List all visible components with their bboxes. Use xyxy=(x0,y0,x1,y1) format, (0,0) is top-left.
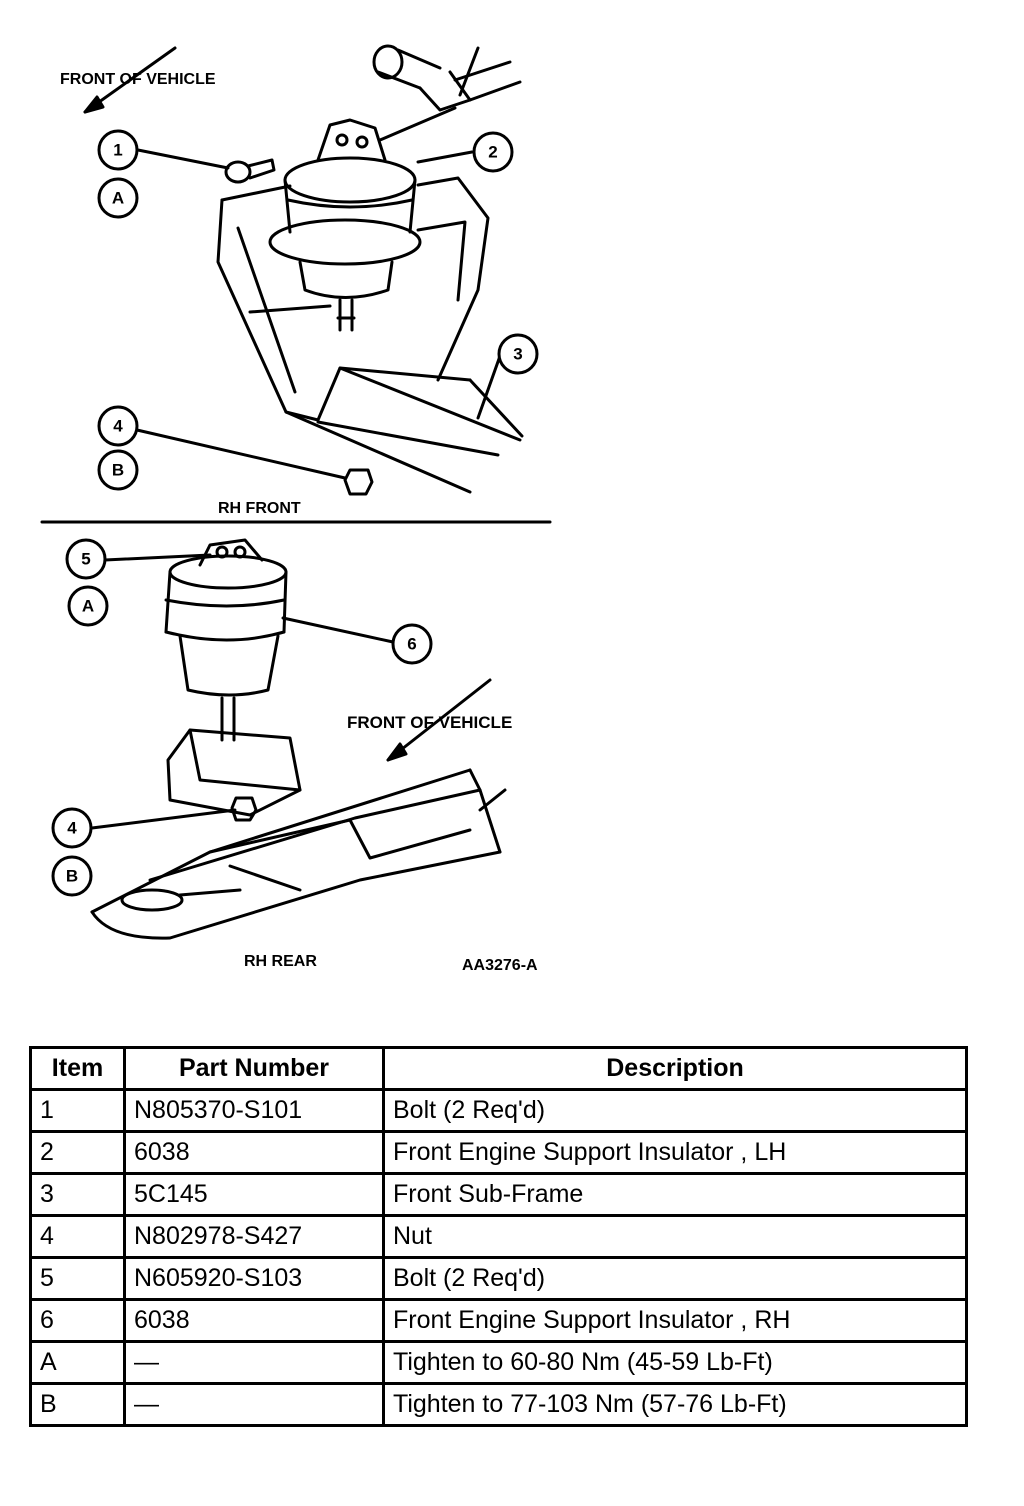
callout-b-top: B xyxy=(112,461,124,480)
cell-description: Nut xyxy=(382,1214,968,1259)
table-row: B — Tighten to 77-103 Nm (57-76 Lb-Ft) xyxy=(29,1382,968,1427)
header-item: Item xyxy=(29,1046,126,1091)
front-of-vehicle-label-top: FRONT OF VEHICLE xyxy=(60,71,216,88)
figure-id: AA3276-A xyxy=(462,957,538,974)
cell-description: Front Sub-Frame xyxy=(382,1172,968,1217)
callout-a-bottom: A xyxy=(82,597,94,616)
cell-part-number: 5C145 xyxy=(123,1172,385,1217)
callout-a-top: A xyxy=(112,189,124,208)
cell-description: Tighten to 60-80 Nm (45-59 Lb-Ft) xyxy=(382,1340,968,1385)
cell-part-number: 6038 xyxy=(123,1298,385,1343)
callout-4-bottom: 4 xyxy=(67,819,77,838)
rh-front-caption: RH FRONT xyxy=(218,500,301,517)
callout-2: 2 xyxy=(488,143,497,162)
cell-item: 4 xyxy=(29,1214,126,1259)
table-row: 6 6038 Front Engine Support Insulator , … xyxy=(29,1298,968,1343)
callout-4-top: 4 xyxy=(113,417,123,436)
cell-part-number: — xyxy=(123,1382,385,1427)
table-row: A — Tighten to 60-80 Nm (45-59 Lb-Ft) xyxy=(29,1340,968,1385)
cell-item: A xyxy=(29,1340,126,1385)
cell-item: 2 xyxy=(29,1130,126,1175)
cell-description: Bolt (2 Req'd) xyxy=(382,1256,968,1301)
callout-b-bottom: B xyxy=(66,867,78,886)
cell-item: 5 xyxy=(29,1256,126,1301)
callout-1: 1 xyxy=(113,141,122,160)
front-of-vehicle-label-bottom: FRONT OF VEHICLE xyxy=(347,713,512,732)
rh-rear-caption: RH REAR xyxy=(244,953,317,970)
parts-table: Item Part Number Description 1 N805370-S… xyxy=(29,1046,968,1427)
cell-part-number: N605920-S103 xyxy=(123,1256,385,1301)
table-row: 5 N605920-S103 Bolt (2 Req'd) xyxy=(29,1256,968,1301)
header-description: Description xyxy=(382,1046,968,1091)
engine-mount-diagram: 1 A 2 3 4 B 5 A 6 4 B FRONT OF VEHICLE R… xyxy=(40,44,552,974)
cell-item: 3 xyxy=(29,1172,126,1217)
table-row: 3 5C145 Front Sub-Frame xyxy=(29,1172,968,1217)
callout-6: 6 xyxy=(407,635,416,654)
cell-item: 6 xyxy=(29,1298,126,1343)
table-row: 2 6038 Front Engine Support Insulator , … xyxy=(29,1130,968,1175)
table-row: 4 N802978-S427 Nut xyxy=(29,1214,968,1259)
header-part-number: Part Number xyxy=(123,1046,385,1091)
table-header-row: Item Part Number Description xyxy=(29,1046,968,1091)
cell-part-number: — xyxy=(123,1340,385,1385)
cell-item: 1 xyxy=(29,1088,126,1133)
table-row: 1 N805370-S101 Bolt (2 Req'd) xyxy=(29,1088,968,1133)
cell-description: Tighten to 77-103 Nm (57-76 Lb-Ft) xyxy=(382,1382,968,1427)
callout-5: 5 xyxy=(81,550,90,569)
rh-rear-illustration xyxy=(90,538,507,940)
cell-part-number: N802978-S427 xyxy=(123,1214,385,1259)
cell-item: B xyxy=(29,1382,126,1427)
cell-description: Bolt (2 Req'd) xyxy=(382,1088,968,1133)
cell-part-number: 6038 xyxy=(123,1130,385,1175)
cell-part-number: N805370-S101 xyxy=(123,1088,385,1133)
cell-description: Front Engine Support Insulator , LH xyxy=(382,1130,968,1175)
rh-front-illustration xyxy=(83,44,524,496)
callout-3: 3 xyxy=(513,345,522,364)
cell-description: Front Engine Support Insulator , RH xyxy=(382,1298,968,1343)
